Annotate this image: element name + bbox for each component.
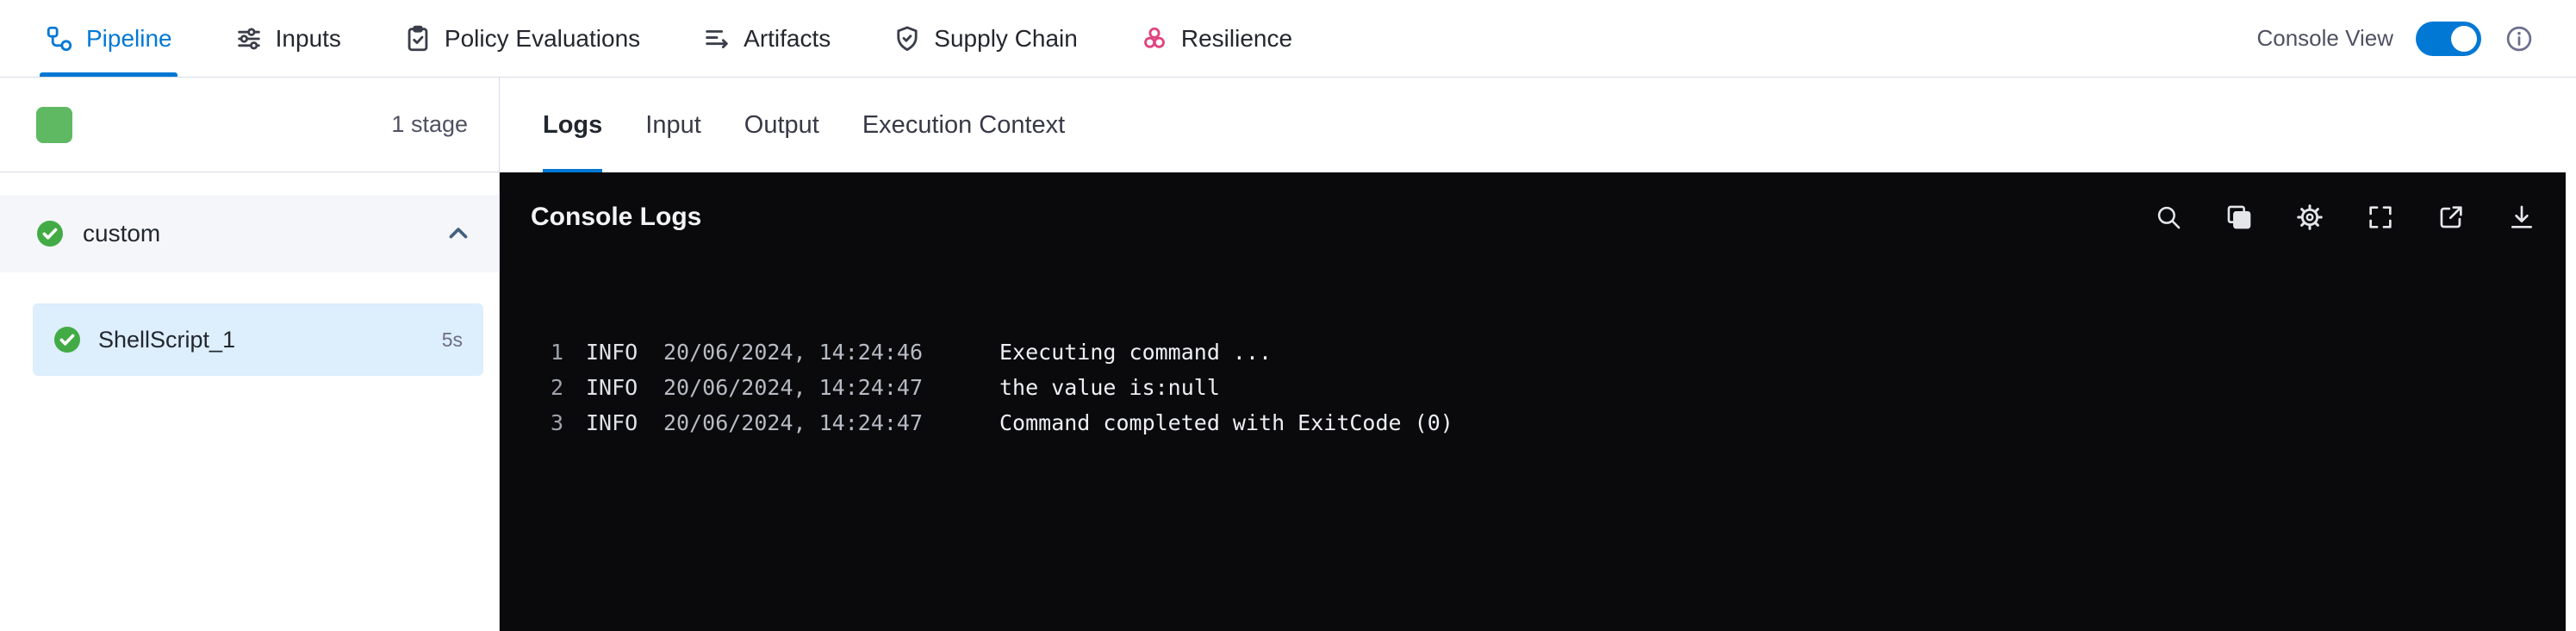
log-timestamp: 20/06/2024, 14:24:47 <box>663 410 924 435</box>
tab-execution-context[interactable]: Execution Context <box>862 78 1065 172</box>
tab-logs[interactable]: Logs <box>543 78 603 172</box>
tab-input[interactable]: Input <box>645 78 701 172</box>
policy-evaluations-icon <box>408 25 428 51</box>
copy-icon[interactable] <box>2224 203 2254 232</box>
tab-artifacts[interactable]: Artifacts <box>697 0 836 77</box>
log-message: the value is:null <box>999 375 1220 400</box>
tab-supply-chain[interactable]: Supply Chain <box>887 0 1083 77</box>
step-duration: 5s <box>441 328 463 351</box>
supply-chain-icon <box>897 26 918 51</box>
success-check-icon <box>37 221 63 247</box>
tab-resilience[interactable]: Resilience <box>1135 0 1297 77</box>
tab-inputs-label: Inputs <box>275 24 341 52</box>
info-icon[interactable] <box>2504 23 2535 54</box>
console-log-output[interactable]: 1 INFO 20/06/2024, 14:24:46 Executing co… <box>500 262 2566 631</box>
log-line-number: 3 <box>550 410 563 435</box>
inputs-icon <box>237 28 260 49</box>
execution-sidebar: 1 stage custom ShellScript_1 5s <box>0 78 500 631</box>
console-header: Console Logs <box>500 172 2566 262</box>
step-label: ShellScript_1 <box>98 326 236 353</box>
tab-pipeline[interactable]: Pipeline <box>40 0 177 77</box>
stage-group-label: custom <box>83 220 161 247</box>
tab-output[interactable]: Output <box>744 78 819 172</box>
step-detail-tabs: Logs Input Output Execution Context <box>500 78 2576 172</box>
step-shellscript-1[interactable]: ShellScript_1 5s <box>33 303 483 376</box>
stage-status-square-icon <box>36 106 72 143</box>
tab-inputs[interactable]: Inputs <box>229 0 346 77</box>
open-in-new-icon[interactable] <box>2436 203 2466 232</box>
pipeline-icon <box>47 26 72 51</box>
top-navigation: Pipeline Inputs Policy Evaluations <box>0 0 2576 78</box>
tab-policy-evaluations[interactable]: Policy Evaluations <box>398 0 645 77</box>
artifacts-icon <box>706 29 728 48</box>
stage-count: 1 stage <box>391 111 468 137</box>
search-icon[interactable] <box>2154 203 2183 232</box>
log-line-number: 2 <box>550 375 563 400</box>
sidebar-header: 1 stage <box>0 78 499 172</box>
tab-pipeline-label: Pipeline <box>86 24 172 52</box>
fullscreen-icon[interactable] <box>2366 203 2395 232</box>
log-message: Command completed with ExitCode (0) <box>999 410 1453 435</box>
resilience-icon <box>1143 27 1165 48</box>
toggle-knob <box>2451 25 2477 52</box>
console-view-toggle[interactable] <box>2416 21 2481 56</box>
console-panel: Console Logs <box>500 172 2566 631</box>
log-line: 1 INFO 20/06/2024, 14:24:46 Executing co… <box>550 334 2548 370</box>
console-title: Console Logs <box>531 203 702 231</box>
chevron-up-icon[interactable] <box>444 219 473 248</box>
log-level: INFO <box>586 410 638 435</box>
settings-icon[interactable] <box>2295 203 2324 232</box>
tab-artifacts-label: Artifacts <box>744 24 831 52</box>
content-area: 1 stage custom ShellScript_1 5s <box>0 78 2576 631</box>
nav-right-controls: Console View <box>2256 0 2535 77</box>
tab-supply-chain-label: Supply Chain <box>934 24 1078 52</box>
step-details-panel: Logs Input Output Execution Context Cons… <box>500 78 2576 631</box>
log-level: INFO <box>586 375 638 400</box>
log-line: 3 INFO 20/06/2024, 14:24:47 Command comp… <box>550 405 2548 440</box>
download-icon[interactable] <box>2507 203 2536 232</box>
log-line-number: 1 <box>550 340 563 365</box>
console-toolbar <box>2154 203 2536 232</box>
tab-policy-evaluations-label: Policy Evaluations <box>444 24 641 52</box>
success-check-icon <box>54 327 80 353</box>
tab-logs-label: Logs <box>543 110 603 139</box>
log-level: INFO <box>586 340 638 365</box>
nav-tabs: Pipeline Inputs Policy Evaluations <box>40 0 1349 77</box>
tab-input-label: Input <box>645 110 701 139</box>
log-timestamp: 20/06/2024, 14:24:46 <box>663 340 924 365</box>
console-view-label: Console View <box>2256 25 2393 51</box>
stage-group-custom[interactable]: custom <box>0 195 499 272</box>
tab-execution-context-label: Execution Context <box>862 110 1066 139</box>
tab-output-label: Output <box>744 110 819 139</box>
tab-resilience-label: Resilience <box>1180 24 1293 52</box>
log-message: Executing command ... <box>999 340 1272 365</box>
log-timestamp: 20/06/2024, 14:24:47 <box>663 375 924 400</box>
log-line: 2 INFO 20/06/2024, 14:24:47 the value is… <box>550 370 2548 405</box>
